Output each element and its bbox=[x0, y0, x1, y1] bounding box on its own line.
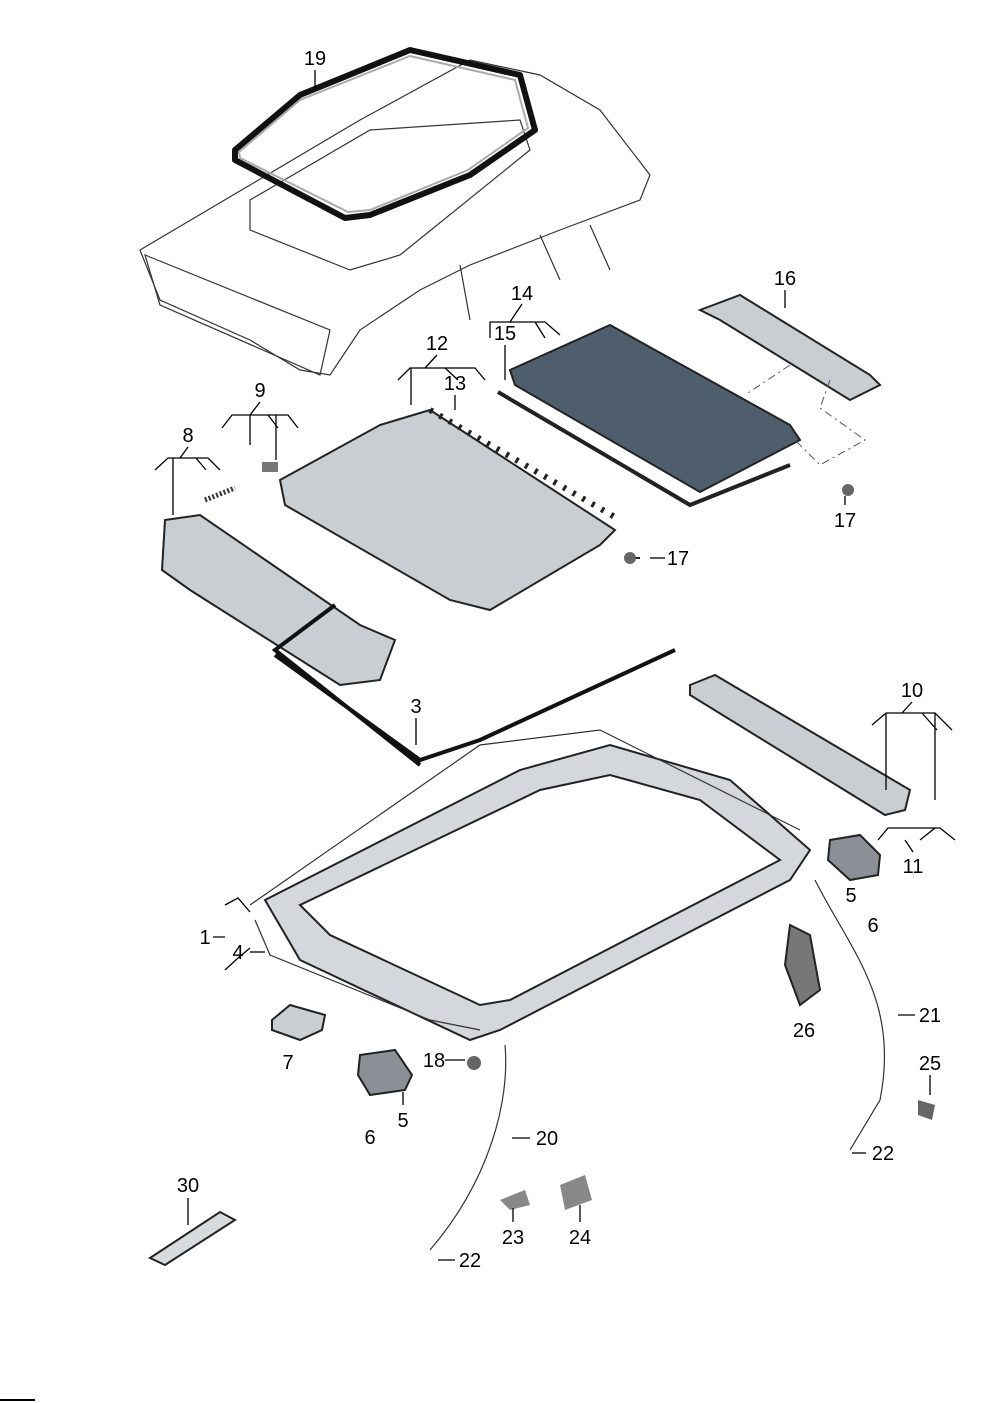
frame-seal-shape bbox=[271, 603, 676, 767]
label-6-right: 6 bbox=[867, 915, 878, 937]
label-21: 21 bbox=[919, 1005, 941, 1027]
label-22-right: 22 bbox=[872, 1143, 894, 1165]
holder-shape bbox=[560, 1175, 592, 1210]
adhesive-tube-shape bbox=[147, 1210, 237, 1267]
spring bbox=[204, 485, 236, 503]
spring-clip bbox=[262, 462, 278, 472]
clip-left-shape bbox=[500, 1190, 530, 1210]
control-unit bbox=[271, 1003, 327, 1042]
label-13: 13 bbox=[444, 373, 466, 395]
label-30: 30 bbox=[177, 1175, 199, 1197]
label-1: 1 bbox=[199, 927, 210, 949]
screw-center-shape bbox=[624, 552, 636, 564]
sunblind-roller bbox=[689, 673, 912, 817]
wind-deflector-bracket bbox=[697, 293, 882, 402]
roof-seal bbox=[232, 47, 538, 221]
label-16: 16 bbox=[774, 268, 796, 290]
leader-lines bbox=[154, 70, 956, 1261]
drain-hose-left-shape bbox=[429, 1044, 507, 1251]
label-18: 18 bbox=[423, 1050, 445, 1072]
glass-panel bbox=[496, 323, 802, 508]
label-7: 7 bbox=[282, 1052, 293, 1074]
label-20: 20 bbox=[536, 1128, 558, 1150]
label-25: 25 bbox=[919, 1053, 941, 1075]
label-4: 4 bbox=[232, 942, 243, 964]
motor-left bbox=[356, 1048, 414, 1097]
label-12: 12 bbox=[426, 333, 448, 355]
label-5-right: 5 bbox=[845, 885, 856, 907]
label-15: 15 bbox=[494, 323, 516, 345]
bracket bbox=[783, 923, 822, 1007]
label-26: 26 bbox=[793, 1020, 815, 1042]
label-3: 3 bbox=[410, 696, 421, 718]
label-9: 9 bbox=[254, 380, 265, 402]
drain-hose-right-shape bbox=[814, 879, 886, 1151]
label-19: 19 bbox=[304, 48, 326, 70]
clip-right-shape bbox=[918, 1100, 935, 1120]
label-5-left: 5 bbox=[397, 1110, 408, 1132]
label-17-center: 17 bbox=[667, 548, 689, 570]
label-24: 24 bbox=[569, 1227, 591, 1249]
label-17-right: 17 bbox=[834, 510, 856, 532]
screw-right-shape bbox=[842, 484, 854, 496]
sunroof-frame bbox=[249, 729, 812, 1042]
car-roof bbox=[139, 59, 651, 376]
label-23: 23 bbox=[502, 1227, 524, 1249]
label-6-left: 6 bbox=[364, 1127, 375, 1149]
label-22-left: 22 bbox=[459, 1250, 481, 1272]
label-11: 11 bbox=[903, 856, 924, 878]
label-8: 8 bbox=[182, 425, 193, 447]
nut-shape bbox=[467, 1056, 481, 1070]
wind-deflector bbox=[160, 513, 397, 687]
motor-right bbox=[826, 833, 882, 882]
rear-panel bbox=[278, 407, 622, 612]
label-10: 10 bbox=[901, 680, 923, 702]
label-14: 14 bbox=[511, 283, 533, 305]
